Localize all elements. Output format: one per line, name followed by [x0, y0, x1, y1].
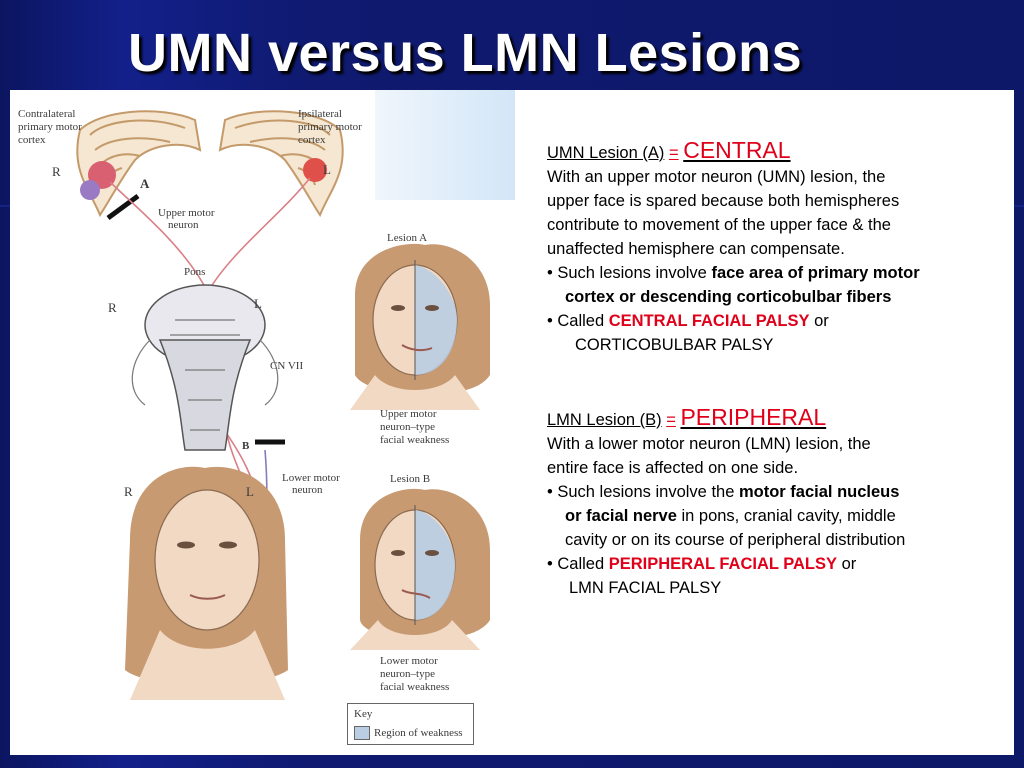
label-l-top: L [323, 162, 331, 177]
lmn-bullet-1-pre: • Such lesions involve the [547, 483, 739, 501]
label-r-bottom: R [124, 484, 133, 499]
label-lower-motor: Lower motor [282, 472, 340, 484]
label-a-marker: A [140, 176, 150, 191]
lmn-bullet-1-line3: cavity or on its course of peripheral di… [565, 531, 906, 549]
lmn-bullet-1-bold2: or facial nerve [565, 507, 677, 525]
umn-desc-1: With an upper motor neuron (UMN) lesion,… [547, 168, 886, 186]
lmn-desc-1: With a lower motor neuron (LMN) lesion, … [547, 435, 871, 453]
lmn-bullet-2: • Called PERIPHERAL FACIAL PALSY or [547, 552, 1007, 576]
label-umn-caption-3: facial weakness [380, 434, 450, 446]
umn-heading-eq: = [668, 144, 679, 162]
umn-bullet-2: • Called CENTRAL FACIAL PALSY or [547, 309, 1007, 333]
lmn-bullet-2-pre: • Called [547, 555, 609, 573]
label-lmn-caption-1: Lower motor [380, 655, 438, 667]
faded-overlay [375, 90, 515, 200]
label-b-marker: B [242, 440, 250, 452]
lmn-peripheral-palsy: PERIPHERAL FACIAL PALSY [608, 555, 838, 573]
label-cortex-left: cortex [18, 134, 46, 146]
face-lesion-a [350, 243, 490, 410]
label-primary-motor-left: primary motor [18, 121, 82, 133]
umn-desc-2: upper face is spared because both hemisp… [547, 192, 900, 210]
umn-bullet-1-cont: cortex or descending corticobulbar fiber… [565, 288, 892, 306]
label-cn7: CN VII [270, 360, 304, 372]
umn-bullet-2-pre: • Called [547, 312, 609, 330]
label-r-top: R [52, 164, 61, 179]
label-lesion-b: Lesion B [390, 473, 431, 485]
anatomy-illustration [76, 110, 490, 700]
face-large [125, 466, 288, 700]
label-ipsilateral: Ipsilateral [298, 108, 342, 120]
label-contralateral: Contralateral [18, 108, 76, 120]
label-lesion-a: Lesion A [387, 232, 428, 244]
lmn-bullet-1-cont: or facial nerve in pons, cranial cavity,… [547, 504, 1007, 528]
umn-bullet-2-post: or [809, 312, 829, 330]
umn-type: CENTRAL [683, 137, 791, 163]
lmn-heading: LMN Lesion (B) = PERIPHERAL [547, 405, 1007, 432]
label-umn-caption-1: Upper motor [380, 408, 437, 420]
label-lmn-caption-3: facial weakness [380, 681, 450, 693]
lmn-type: PERIPHERAL [680, 404, 827, 430]
lmn-heading-label: LMN Lesion (B) [547, 411, 662, 429]
label-l-bottom: L [246, 484, 254, 499]
lmn-bullet-2-cont: LMN FACIAL PALSY [569, 579, 722, 597]
label-r-mid: R [108, 300, 117, 315]
brain-left-hemisphere [76, 110, 202, 218]
umn-bullet-2-cont: CORTICOBULBAR PALSY [575, 336, 774, 354]
umn-heading-label: UMN Lesion (A) [547, 144, 665, 162]
umn-central-palsy: CENTRAL FACIAL PALSY [608, 312, 810, 330]
label-neuron: neuron [168, 219, 199, 231]
lmn-bullet-1-post2: in pons, cranial cavity, middle [676, 507, 896, 525]
explanation-text: UMN Lesion (A) = CENTRAL With an upper m… [547, 138, 1007, 600]
label-pons: Pons [184, 266, 206, 278]
lesion-a-bar [106, 193, 140, 221]
content-panel: Contralateral primary motor cortex Ipsil… [10, 90, 1014, 755]
face-lesion-b [350, 488, 490, 650]
key-weakness-swatch [354, 726, 370, 740]
lmn-bullet-2-post: or [837, 555, 857, 573]
key-title: Key [354, 708, 373, 720]
lmn-bullet-1-bold: motor facial nucleus [738, 483, 900, 501]
label-l-mid: L [254, 296, 262, 311]
label-umn-caption-2: neuron–type [380, 421, 435, 433]
umn-bullet-1-pre: • Such lesions involve [547, 264, 712, 282]
figure-key: Key Region of weakness [347, 703, 474, 745]
lmn-desc-2: entire face is affected on one side. [547, 459, 799, 477]
facial-palsy-figure: Contralateral primary motor cortex Ipsil… [10, 90, 515, 755]
umn-bullet-1-bold: face area of primary motor [711, 264, 920, 282]
key-region-label: Region of weakness [374, 727, 463, 739]
label-lower-neuron: neuron [292, 484, 323, 496]
label-cortex-right: cortex [298, 134, 326, 146]
umn-bullet-1: • Such lesions involve face area of prim… [547, 261, 1007, 285]
slide-title: UMN versus LMN Lesions [128, 23, 803, 83]
label-upper-motor: Upper motor [158, 207, 215, 219]
brainstem [131, 284, 279, 451]
umn-desc-3: contribute to movement of the upper face… [547, 216, 891, 234]
lmn-heading-eq: = [666, 411, 676, 429]
label-lmn-caption-2: neuron–type [380, 668, 435, 680]
umn-desc-4: unaffected hemisphere can compensate. [547, 240, 845, 258]
brain-right-hemisphere [218, 110, 344, 218]
lmn-bullet-1: • Such lesions involve the motor facial … [547, 480, 1007, 504]
umn-heading: UMN Lesion (A) = CENTRAL [547, 138, 1007, 165]
label-primary-motor-right: primary motor [298, 121, 362, 133]
